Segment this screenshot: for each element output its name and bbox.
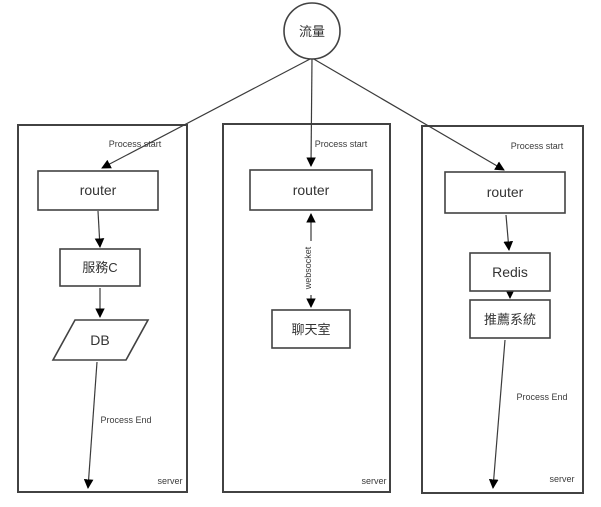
traffic-source-node: [283, 2, 341, 60]
process-end-label-right: Process End: [516, 392, 567, 402]
db-label: DB: [90, 332, 109, 348]
websocket-edge-label: websocket: [303, 246, 313, 290]
service-c-node: [59, 248, 141, 287]
redis-label: Redis: [492, 264, 528, 280]
edge-traffic-to-middle-router: [306, 57, 316, 167]
websocket-edge-label-group: websocket: [302, 241, 313, 295]
router-node-left: [37, 170, 159, 211]
edge-recommendation-to-process-end: [488, 339, 506, 489]
edge-traffic-to-right-router: [311, 57, 505, 171]
traffic-source-label: 流量: [299, 24, 325, 39]
server-label-left: server: [157, 476, 182, 486]
db-node: [51, 319, 150, 361]
server-label-right: server: [549, 474, 574, 484]
edge-db-to-process-end: [83, 361, 98, 489]
service-c-label: 服務C: [82, 260, 117, 275]
chatroom-label: 聊天室: [291, 322, 330, 337]
router-node-right: [444, 171, 566, 214]
websocket-label-background: [302, 241, 313, 295]
process-end-label-left: Process End: [100, 415, 151, 425]
router-label-left: router: [80, 182, 117, 198]
router-node-middle: [249, 169, 373, 211]
recommendation-node: [469, 299, 551, 339]
chatroom-node: [271, 309, 351, 349]
edge-traffic-to-left-router: [101, 57, 313, 169]
router-label-middle: router: [293, 182, 330, 198]
process-start-label-right: Process start: [511, 141, 564, 151]
redis-node: [469, 252, 551, 292]
server-label-middle: server: [361, 476, 386, 486]
process-start-label-middle: Process start: [315, 139, 368, 149]
process-start-label-left: Process start: [109, 139, 162, 149]
edge-left-router-to-service-c: [94, 210, 105, 248]
edge-right-router-to-redis: [503, 214, 514, 251]
router-label-right: router: [487, 184, 524, 200]
recommendation-label: 推薦系統: [484, 312, 536, 327]
